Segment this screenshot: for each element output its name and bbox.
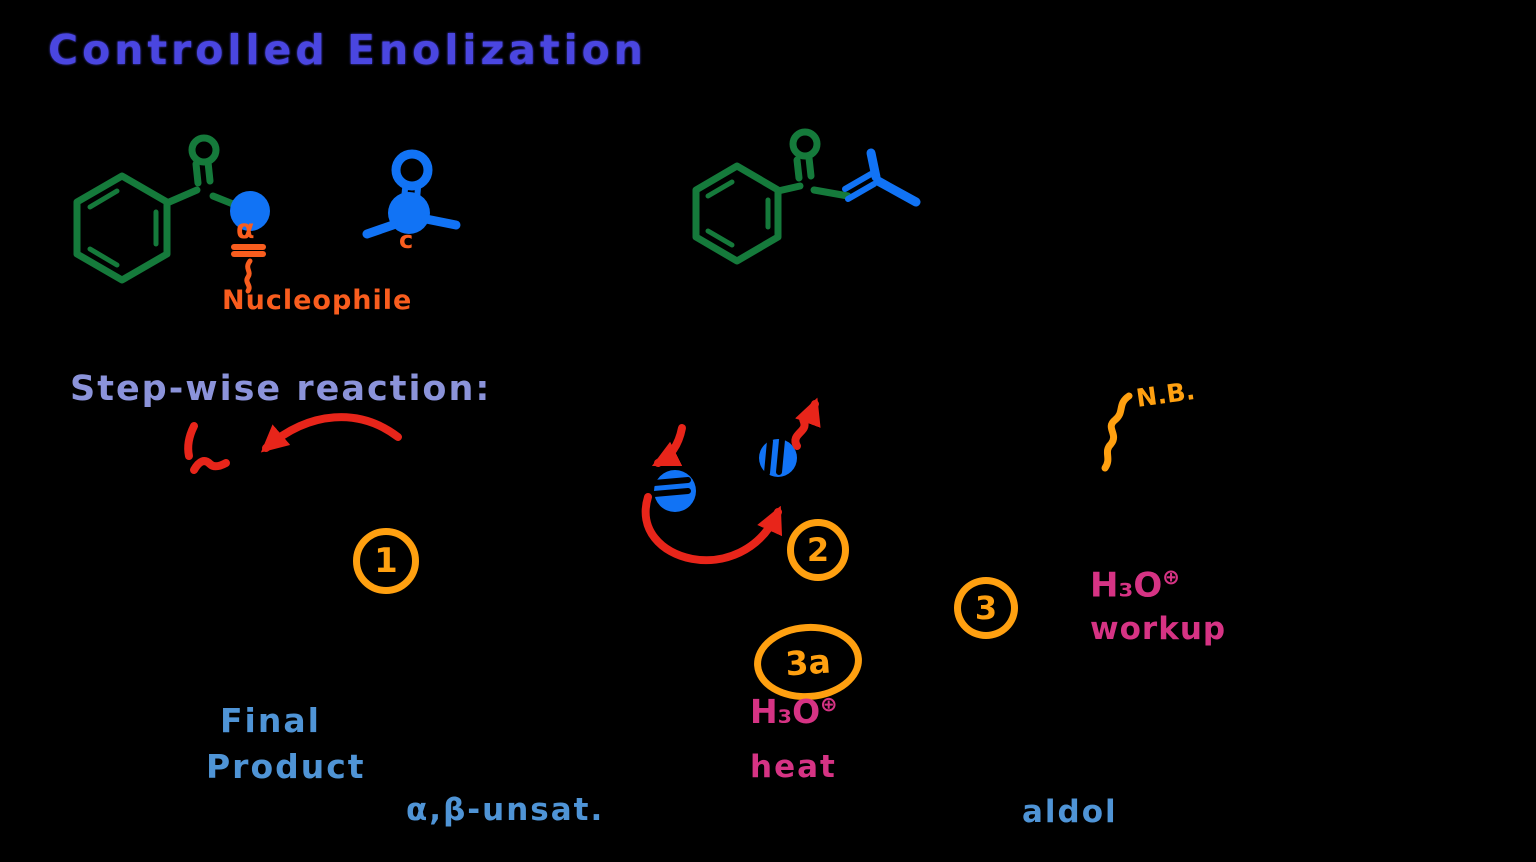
quench-acid-formula: H₃O⊕ [750, 694, 837, 728]
benzene-double-bond-dash [705, 179, 735, 199]
ring-carbonyl-bond [774, 182, 804, 195]
nb-leader-squiggle [1101, 392, 1133, 472]
step-badge-3a-label: 3a [784, 640, 832, 684]
step-badge-2-label: 2 [806, 531, 830, 569]
stepwise-heading: Step-wise reaction: [70, 369, 492, 409]
aldol-label: aldol [1022, 794, 1118, 830]
stepwise-red-marks [184, 413, 402, 474]
mechanism-cluster [641, 397, 821, 565]
step-badge-1: 1 [353, 528, 419, 594]
workup-word: workup [1090, 611, 1227, 647]
reagent-ring-icon [391, 149, 433, 191]
final-product-label-line2: Product [206, 747, 366, 786]
left-ball-hash [651, 477, 691, 486]
tick-mark [190, 457, 230, 474]
apostrophe-mark [184, 422, 198, 460]
alpha-leader-squiggle [244, 258, 253, 294]
substituent-bond-down [873, 176, 921, 207]
electrophile-mark-label: c [399, 226, 414, 254]
benzene-double-bond-dash [87, 246, 120, 268]
right-ball-hash [764, 438, 773, 476]
alkene-double-bond [845, 181, 877, 202]
carbonyl-oxygen-icon [188, 134, 220, 166]
reagent-carbon-dot [388, 192, 430, 234]
step-badge-3-label: 3 [974, 589, 998, 627]
carbonyl-chain-bond [810, 186, 852, 200]
reagent-right-bond [421, 214, 461, 230]
workup-acid-formula: H₃O⊕ [1090, 566, 1180, 602]
plus-charge-icon: ⊕ [820, 692, 838, 716]
carbonyl-double-bond [192, 160, 202, 187]
final-product-label-line1: Final [220, 701, 321, 740]
carbonyl-double-bond [204, 158, 214, 185]
reagent-left-bond [362, 220, 398, 239]
alkene-double-bond [842, 171, 874, 192]
blue-reagent-structure [362, 149, 461, 239]
step-badge-3: 3 [954, 577, 1018, 639]
benzene-double-bond-dash [87, 188, 120, 210]
substituent-bond-up [866, 148, 881, 182]
unsat-label: α,β-unsat. [406, 792, 605, 828]
carbonyl-double-bond [793, 156, 803, 182]
carbonyl-double-bond [805, 154, 815, 180]
step-badge-1-label: 1 [374, 541, 398, 581]
left-ball-hash [651, 488, 691, 497]
step-badge-2: 2 [787, 519, 849, 581]
page-title: Controlled Enolization [48, 26, 647, 74]
heat-word: heat [750, 749, 837, 785]
reactant-ketone-structure [73, 134, 270, 294]
alpha-carbon-dot [230, 191, 270, 231]
nb-label: N.B. [1134, 376, 1197, 413]
nucleophile-label: Nucleophile [222, 285, 413, 316]
right-ball-hash [776, 437, 785, 475]
plus-charge-icon: ⊕ [1162, 564, 1180, 589]
h3o-formula: H₃O [1090, 565, 1163, 606]
ring-carbonyl-bond [163, 186, 201, 207]
curved-arrow-left [260, 413, 402, 453]
carbonyl-oxygen-icon [789, 128, 821, 160]
squiggle-arrow-off-right-ball [791, 397, 821, 450]
benzene-double-bond-dash [705, 228, 735, 248]
alpha-label: α [236, 214, 255, 245]
small-arrow-onto-left-ball [651, 424, 686, 467]
big-curved-arrow [641, 493, 782, 565]
h3o-formula: H₃O [750, 692, 821, 731]
product-enone-structure [692, 128, 921, 265]
